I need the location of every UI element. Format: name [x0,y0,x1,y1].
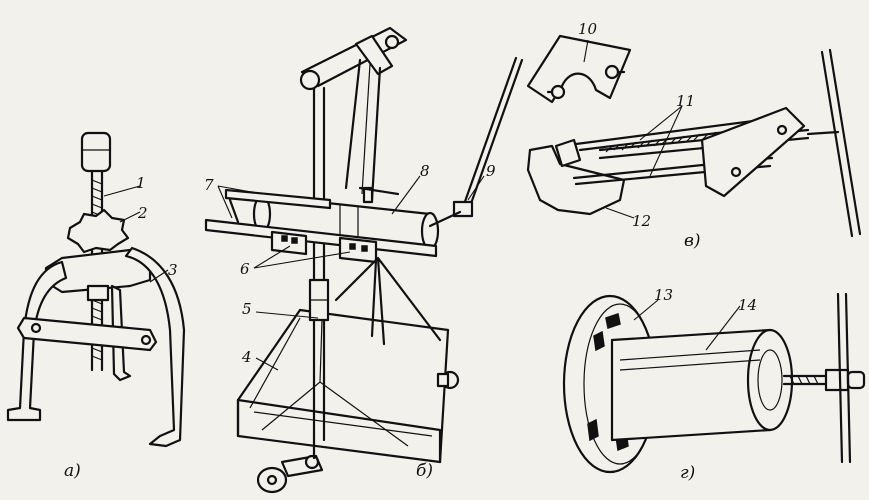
callout-7: 7 [204,176,214,194]
panel-label-v: в) [684,231,701,251]
panel-labels: а) б) в) г) [64,231,701,483]
puller-star-nut [66,208,130,254]
callout-1: 1 [136,174,146,192]
callout-10: 10 [578,20,598,38]
stand-drawing [204,26,524,494]
clamp-crossblock [700,106,806,198]
clamp-drawing [526,34,862,238]
puller-drawing [6,131,186,448]
stand-base [236,308,450,464]
callout-labels: 1 2 3 4 5 6 7 8 9 10 11 12 13 14 [136,20,757,366]
puller-left-arm [6,260,68,422]
leader-lines [103,39,741,371]
callout-9: 9 [486,162,496,180]
callout-12: 12 [632,212,651,230]
callout-3: 3 [168,261,178,279]
callout-4: 4 [241,348,252,366]
callout-14: 14 [738,296,757,314]
panel-label-a: а) [64,461,81,481]
puller-link [16,316,158,352]
callout-6: 6 [240,260,250,278]
puller-knob [80,131,112,173]
stand-wheel [256,438,324,494]
panel-label-g: г) [680,463,695,483]
drum-cylinder [610,328,772,442]
callout-8: 8 [420,162,430,180]
horseshoe-plate [526,34,632,104]
puller-right-arm [124,246,186,448]
callout-13: 13 [654,286,673,304]
disc-drawing [562,292,866,474]
callout-2: 2 [137,204,148,222]
callout-11: 11 [676,92,695,110]
callout-5: 5 [242,300,252,318]
panel-label-b: б) [416,461,433,481]
clamp-jaw [526,144,626,216]
